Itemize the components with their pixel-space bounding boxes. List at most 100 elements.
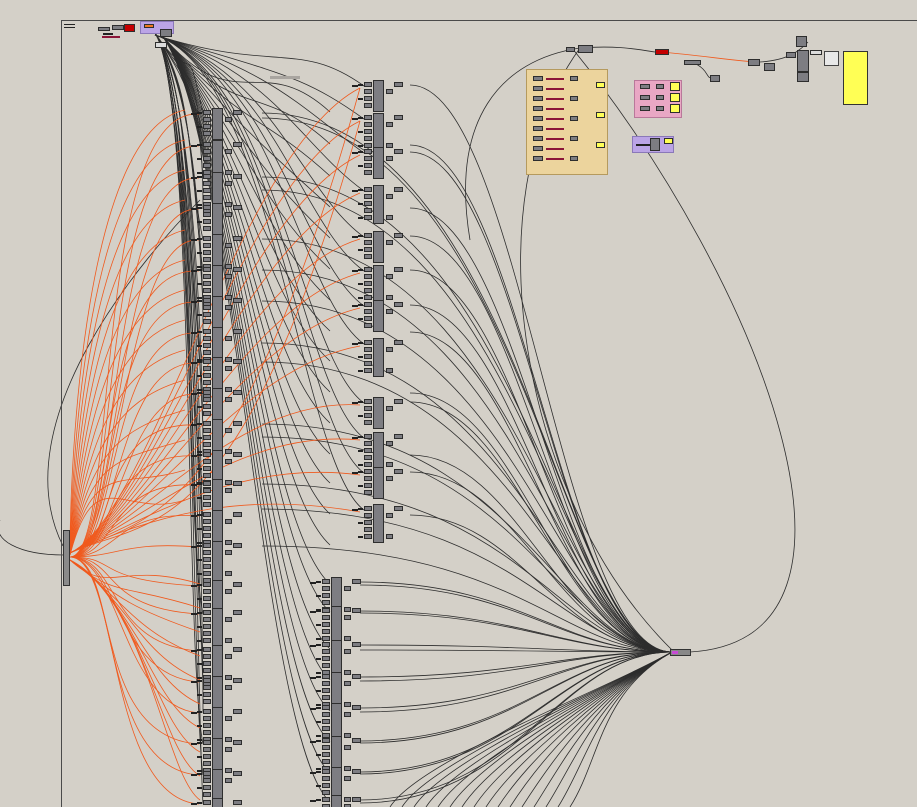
param-output[interactable] <box>386 194 393 199</box>
param-output[interactable] <box>233 512 242 517</box>
param-input[interactable] <box>203 610 211 615</box>
hamburger-menu-icon[interactable] <box>64 23 75 31</box>
param-output[interactable] <box>352 608 361 613</box>
param-input[interactable] <box>364 513 372 518</box>
param-input[interactable] <box>322 705 330 710</box>
param-output[interactable] <box>386 143 393 148</box>
param-output[interactable] <box>233 771 242 776</box>
param-input[interactable] <box>203 512 211 517</box>
param-input[interactable] <box>364 340 372 345</box>
param-output[interactable] <box>344 702 351 707</box>
param-input[interactable] <box>364 247 372 252</box>
param-output[interactable] <box>386 122 393 127</box>
param-input[interactable] <box>364 274 372 279</box>
param-input[interactable] <box>203 131 211 136</box>
param-input[interactable] <box>322 752 330 757</box>
param-input[interactable] <box>364 413 372 418</box>
param[interactable] <box>566 47 575 52</box>
param-input[interactable] <box>364 233 372 238</box>
param-output[interactable] <box>394 434 403 439</box>
param-input[interactable] <box>364 288 372 293</box>
param-output[interactable] <box>233 421 242 426</box>
param-output[interactable] <box>394 340 403 345</box>
param-input[interactable] <box>203 343 211 348</box>
param-input[interactable] <box>364 534 372 539</box>
param-input[interactable] <box>203 771 211 776</box>
param-input[interactable] <box>364 295 372 300</box>
param-input[interactable] <box>364 267 372 272</box>
param-input[interactable] <box>203 257 211 262</box>
param-output[interactable] <box>386 513 393 518</box>
param-output[interactable] <box>233 390 242 395</box>
param-input[interactable] <box>364 194 372 199</box>
param-input[interactable] <box>203 654 211 659</box>
param-input[interactable] <box>364 476 372 481</box>
param-input[interactable] <box>322 649 330 654</box>
param-output[interactable] <box>225 274 232 279</box>
param-input[interactable] <box>203 533 211 538</box>
param-input[interactable] <box>203 195 211 200</box>
param-input[interactable] <box>364 240 372 245</box>
param-output[interactable] <box>225 550 232 555</box>
param-input[interactable] <box>203 582 211 587</box>
param-input[interactable] <box>203 723 211 728</box>
component[interactable] <box>797 72 809 82</box>
param-input[interactable] <box>322 745 330 750</box>
param-input[interactable] <box>203 603 211 608</box>
param-input[interactable] <box>364 208 372 213</box>
param-input[interactable] <box>322 738 330 743</box>
param-input[interactable] <box>203 785 211 790</box>
param-output[interactable] <box>225 357 232 362</box>
param-orange[interactable] <box>144 24 154 28</box>
param-input[interactable] <box>364 170 372 175</box>
param[interactable] <box>570 156 578 161</box>
param-input[interactable] <box>322 608 330 613</box>
param-input[interactable] <box>203 359 211 364</box>
panel[interactable] <box>596 112 605 118</box>
param-output[interactable] <box>233 298 242 303</box>
param-input[interactable] <box>364 368 372 373</box>
param-input[interactable] <box>203 502 211 507</box>
param-input[interactable] <box>203 435 211 440</box>
param-input[interactable] <box>203 397 211 402</box>
param-input[interactable] <box>322 586 330 591</box>
param[interactable] <box>533 146 543 151</box>
param-input[interactable] <box>203 421 211 426</box>
param-output[interactable] <box>225 480 232 485</box>
param-input[interactable] <box>203 452 211 457</box>
param[interactable] <box>570 76 578 81</box>
param-output[interactable] <box>225 540 232 545</box>
param-input[interactable] <box>364 354 372 359</box>
component[interactable] <box>650 138 660 151</box>
param-input[interactable] <box>203 481 211 486</box>
param-output[interactable] <box>233 329 242 334</box>
param-input[interactable] <box>203 459 211 464</box>
param-input[interactable] <box>203 495 211 500</box>
param-input[interactable] <box>203 243 211 248</box>
param-output[interactable] <box>386 347 393 352</box>
param-input[interactable] <box>364 309 372 314</box>
param-input[interactable] <box>364 420 372 425</box>
param-output[interactable] <box>225 675 232 680</box>
component[interactable] <box>373 397 384 429</box>
component[interactable] <box>212 479 223 511</box>
param-input[interactable] <box>322 695 330 700</box>
param[interactable] <box>533 76 543 81</box>
param-input[interactable] <box>364 490 372 495</box>
param-output[interactable] <box>233 481 242 486</box>
param-input[interactable] <box>364 399 372 404</box>
param-input[interactable] <box>203 550 211 555</box>
merge-component[interactable] <box>670 649 691 656</box>
param-input[interactable] <box>322 681 330 686</box>
component[interactable] <box>212 203 223 235</box>
param-output[interactable] <box>386 215 393 220</box>
param-output[interactable] <box>233 647 242 652</box>
param-input[interactable] <box>203 350 211 355</box>
param-output[interactable] <box>225 243 232 248</box>
param-input[interactable] <box>322 593 330 598</box>
component[interactable] <box>212 388 223 420</box>
param[interactable] <box>810 50 822 55</box>
param-input[interactable] <box>203 519 211 524</box>
panel[interactable] <box>596 82 605 88</box>
